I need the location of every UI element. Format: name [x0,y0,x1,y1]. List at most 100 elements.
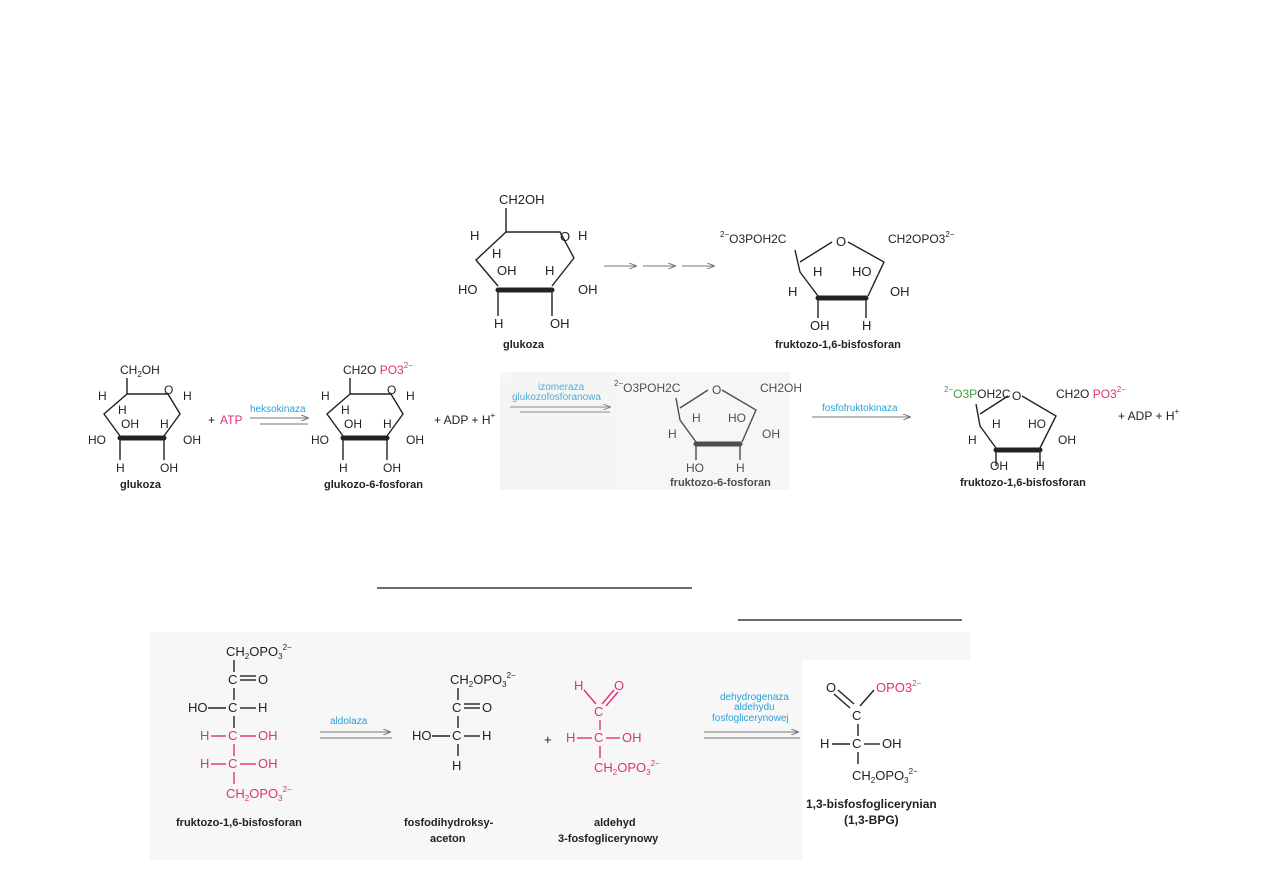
svg-text:H: H [98,389,107,403]
svg-text:C: C [228,728,237,743]
svg-text:HO: HO [1028,417,1046,431]
svg-text:HO: HO [412,728,432,743]
svg-text:CH2OPO32−: CH2OPO32− [226,785,292,803]
fbp-h-bottom: H [862,318,871,333]
top-glucose: CH2OH O H H OH HO H H OH OH H glukoza [458,192,598,351]
enzyme-gapdh-1: dehydrogenaza [720,692,789,703]
svg-text:H: H [200,756,209,771]
mid-fbp-right: CH2O [1056,387,1089,401]
svg-text:CH2OPO32−: CH2OPO32− [450,671,516,689]
svg-text:C: C [852,736,861,751]
svg-text:O: O [1012,389,1021,403]
fbp-oh-bottom: OH [810,318,830,333]
glucose-ho: HO [458,282,478,297]
glucose-o: O [560,229,570,244]
f6p-name: fruktozo-6-fosforan [670,477,771,489]
svg-text:H: H [341,403,350,417]
dhap-h: H [452,758,461,773]
glucose-h-inner: H [492,246,501,261]
svg-text:OH: OH [622,730,642,745]
enzyme-gapdh-3: fosfoglicerynowej [712,713,789,724]
isomerase-arrow: izomeraza glukozofosforanowa [500,372,620,490]
dhap-name-2: aceton [430,833,466,845]
svg-text:CH2O PO32−: CH2O PO32− [1056,385,1126,401]
enzyme-hexokinase: heksokinaza [250,404,306,415]
end-text: + ADP + H [1118,409,1174,423]
mid-fbp-name: fruktozo-1,6-bisfosforan [960,477,1086,489]
f6p-left: O3POH2C [623,381,681,395]
svg-text:CH2OPO32−: CH2OPO32− [852,767,918,785]
svg-text:H: H [820,736,829,751]
svg-text:CH2O PO32−: CH2O PO32− [343,361,413,377]
svg-text:H: H [321,389,330,403]
svg-text:H: H [668,427,677,441]
fbp-ho: HO [852,264,872,279]
svg-text:+ ADP + H+: + ADP + H+ [434,411,495,427]
svg-text:HO: HO [88,433,106,447]
svg-text:2−O3POH2C: 2−O3POH2C [944,385,1011,401]
glucose-h-bottom: H [494,316,503,331]
enzyme-isomerase-1: izomeraza [538,382,585,393]
svg-text:H: H [160,417,169,431]
svg-text:H: H [992,417,1001,431]
svg-text:H: H [1036,459,1045,473]
enzyme-isomerase-2: glukozofosforanowa [512,392,601,403]
mid-fbp: 2−O3POH2C CH2O PO32− O H H HO OH OH H fr… [944,385,1126,489]
svg-text:H: H [200,728,209,743]
aldolase-arrow: aldolaza [320,716,392,739]
mid-fbp-green: O3P [953,387,977,401]
svg-text:O: O [164,383,173,397]
atp-label: ATP [220,413,242,427]
mid-glucose-name: glukoza [120,479,162,491]
svg-text:H: H [383,417,392,431]
svg-text:HO: HO [728,411,746,425]
svg-text:OH: OH [383,461,401,475]
gap-o: O [614,678,624,693]
svg-text:H: H [183,389,192,403]
g6p-name: glukozo-6-fosforan [324,479,423,491]
svg-text:H: H [118,403,127,417]
fbp-h2: H [813,264,822,279]
svg-text:C: C [228,672,237,687]
svg-text:H: H [968,433,977,447]
atp-plus: + [208,413,215,427]
svg-text:CH2OH: CH2OH [120,363,160,379]
gap-h: H [574,678,583,693]
svg-text:OH: OH [1058,433,1076,447]
svg-text:OH: OH [990,459,1008,473]
svg-text:H: H [258,700,267,715]
bpg-name-1: 1,3-bisfosfoglicerynian [806,797,937,811]
svg-text:OH: OH [882,736,902,751]
svg-text:OH: OH [258,728,278,743]
fbp-ring-o: O [836,234,846,249]
hexokinase-arrow: heksokinaza [250,404,308,425]
svg-text:OPO32−: OPO32− [876,679,922,695]
mid-fbp-po3: PO3 [1093,387,1117,401]
svg-text:CH2OPO32−: CH2OPO32− [888,230,955,246]
svg-text:C: C [228,756,237,771]
top-fbp: 2−O3POH2C O CH2OPO32− H H HO OH OH H fru… [720,230,955,351]
svg-text:C: C [594,730,603,745]
svg-text:O: O [387,383,396,397]
dhap-name-1: fosfodihydroksy- [404,817,494,829]
glucose-ch2oh: CH2OH [499,192,545,207]
svg-text:OH: OH [344,417,362,431]
glucose-oh-inner: OH [497,263,517,278]
adp-text: + ADP + H [434,413,490,427]
svg-text:HO: HO [686,461,704,475]
fbp-h1: H [788,284,797,299]
svg-text:O: O [712,383,721,397]
bottom-fbp-name: fruktozo-1,6-bisfosforan [176,817,302,829]
bottom-plus: + [544,732,552,747]
enzyme-pfk: fosfofruktokinaza [822,403,898,414]
f6p-right: CH2OH [760,381,802,395]
bottom-dhap: CH2OPO32− C O HO C H H fosfodihydroksy- … [404,671,516,845]
glucose-h-right: H [578,228,587,243]
svg-text:2−O3POH2C: 2−O3POH2C [614,379,681,395]
glucose-oh-bottom: OH [550,316,570,331]
svg-text:H: H [116,461,125,475]
svg-text:O: O [258,672,268,687]
svg-text:HO: HO [311,433,329,447]
bpg-panel [802,660,970,860]
mid-fbp-left: OH2C [977,387,1011,401]
